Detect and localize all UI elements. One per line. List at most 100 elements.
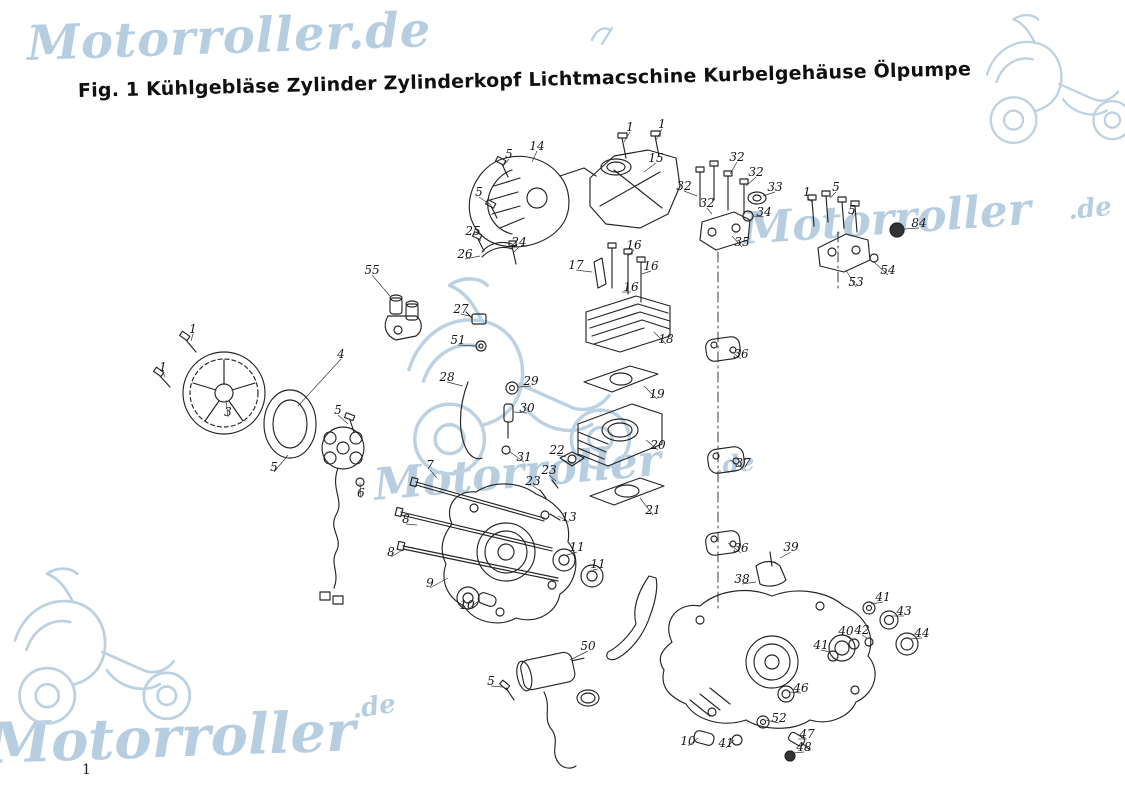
leader-line-32 [745,176,757,187]
leader-line-54 [873,261,889,276]
leader-line-28 [446,381,464,387]
oil-pump [384,294,422,341]
crankcase-gasket [606,575,658,661]
starter-motor [499,651,600,769]
leader-line-1 [655,128,663,141]
leader-line-42 [861,634,868,639]
leader-line-26 [464,255,481,260]
leader-line-51 [457,344,477,347]
head-bolts [593,242,646,303]
intake-bracket-cluster [695,160,767,251]
leader-line-32 [706,207,713,215]
leader-line-19 [643,385,658,400]
leader-line-37 [729,459,744,469]
reed-clamp [755,551,787,587]
leader-line-5 [478,196,492,206]
leader-line-16 [627,249,635,257]
leader-line-9 [429,577,449,589]
leader-line-20 [645,439,659,451]
crankcase-studs [394,476,561,582]
page-number: 1 [82,762,91,778]
stator [319,412,365,605]
flywheel-screws [153,330,197,388]
leader-line-25 [472,235,482,242]
fan-cover [468,155,597,248]
leader-line-15 [643,162,657,173]
head-gasket [583,365,659,393]
leader-line-31 [509,451,525,463]
leader-line-27 [460,313,474,318]
leader-line-23 [532,485,543,493]
leader-line-10 [466,599,481,611]
leader-line-1 [806,196,813,203]
cover-screws [484,130,661,219]
leader-line-41 [725,739,735,749]
leader-line-41 [870,601,884,605]
leader-line-1 [190,333,194,342]
leader-line-29 [517,385,532,388]
leader-line-17 [575,269,593,273]
leader-line-1 [162,371,166,378]
crankcase-right [659,590,876,729]
leader-line-18 [653,331,667,345]
swirl-watermark-top [590,26,614,46]
leader-line-44 [909,637,923,640]
leader-line-21 [639,497,654,516]
leader-line-41 [820,649,831,653]
leader-line-38 [741,581,757,585]
leader-line-84 [902,227,920,230]
drain-plug-parts [693,730,811,762]
leader-line-39 [779,551,792,559]
leader-line-40 [845,635,853,641]
leader-line-6 [359,482,362,499]
leader-line-30 [513,411,528,414]
leader-line-3 [225,399,229,418]
cylinder-head [585,295,671,353]
leader-line-24 [513,246,520,253]
leader-line-53 [845,269,857,288]
leader-line-32 [729,161,738,175]
leader-line-8 [405,523,418,526]
leader-line-14 [531,150,538,163]
leader-line-13 [557,515,570,523]
flywheel [182,351,266,435]
oil-feed-parts [460,311,519,460]
seals-washers [756,601,919,729]
leader-line-5 [490,685,504,688]
leader-line-46 [788,691,802,694]
leader-line-5 [502,158,510,167]
leader-line-36 [727,542,742,554]
leader-line-10 [687,737,699,747]
leader-line-1 [623,131,631,143]
leader-line-11 [566,551,578,556]
bearings [552,548,604,588]
leader-line-36 [728,349,742,360]
leader-line-50 [569,650,589,661]
leader-line-11 [592,568,599,571]
leader-line-22 [556,454,567,458]
mount-bracket [807,190,905,273]
leader-line-4 [297,358,342,407]
base-gasket [589,477,665,506]
leader-line-33 [762,191,776,197]
leader-line-55 [371,274,391,297]
dowel-pin [477,592,497,607]
leader-line-5 [337,414,349,425]
leader-line-8 [390,548,405,558]
leader-line-16 [641,270,652,275]
rotor-cup [263,389,317,459]
clamp-band [471,231,517,265]
leader-line-34 [752,215,765,218]
crankcase-left [441,483,577,624]
leader-line-35 [731,235,743,248]
cylinder-head-cover [589,149,681,229]
leader-line-32 [683,190,698,197]
leader-line-7 [429,469,438,479]
leader-line-52 [765,719,780,724]
leader-line-23 [548,474,557,482]
leader-line-5 [851,209,855,216]
leader-line-48 [792,751,805,754]
